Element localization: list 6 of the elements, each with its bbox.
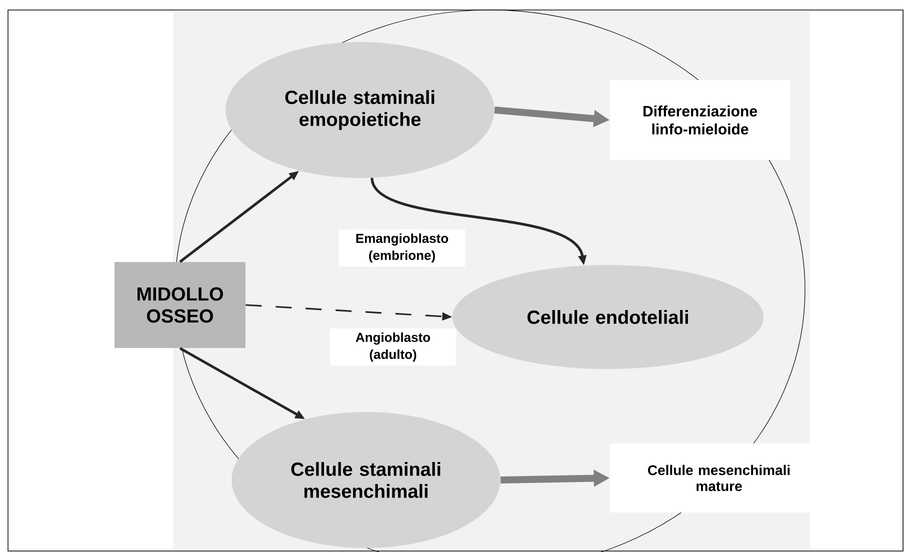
edge-label: Emangioblasto (embrione)	[339, 229, 465, 267]
result-box: Cellule mesenchimali mature	[610, 444, 828, 512]
result-box: Differenziazione linfo-mieloide	[610, 80, 790, 160]
edge-label: Angioblasto (adulto)	[330, 328, 456, 366]
source-box: MIDOLLO OSSEO	[114, 262, 246, 348]
node-label: Cellule mesenchimali mature	[648, 464, 790, 492]
